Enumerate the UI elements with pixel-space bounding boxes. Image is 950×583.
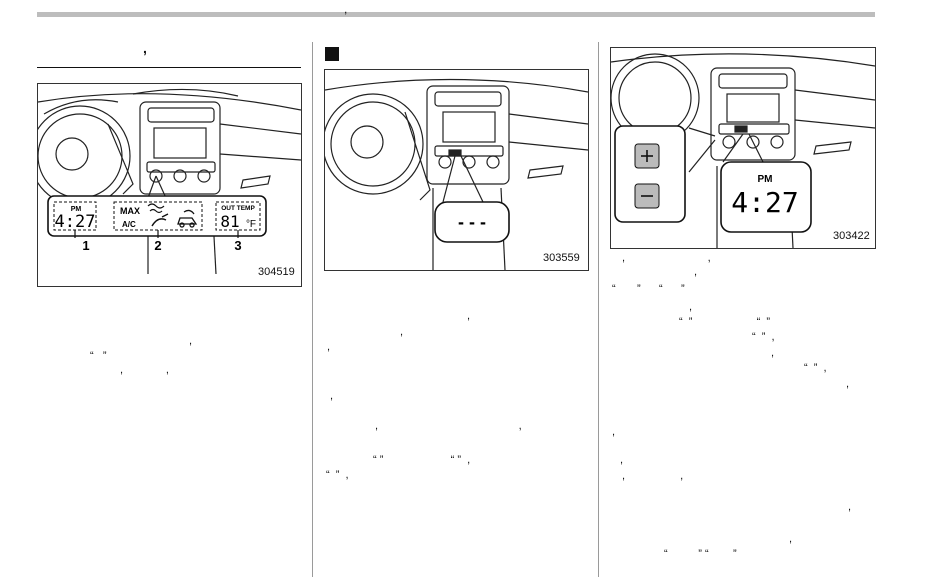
col2-text-line: ,: [467, 310, 471, 322]
callout-1: 1: [82, 238, 89, 253]
lcd-out-temp-label: OUT TEMP: [221, 205, 255, 212]
clock-pm: PM: [758, 174, 773, 185]
col3-text-line: “ ” “ ”: [679, 316, 771, 328]
callout-2: 2: [154, 238, 161, 253]
col1-text-line: ,: [189, 335, 193, 347]
col3-text-line: ,: [620, 454, 624, 466]
col2-text-line: “ ” “ ” ,: [373, 454, 471, 466]
figure-code: 303422: [833, 230, 870, 242]
plus-icon: [641, 150, 653, 162]
col3-text-line: , ,: [622, 470, 684, 482]
col3-text-line: “ ” “ ”: [612, 283, 685, 295]
column-divider-1: [312, 42, 313, 577]
section-square-icon: [325, 47, 339, 61]
col3-text-line: “ ” ,: [752, 331, 775, 343]
header-rule: [37, 12, 875, 17]
col3-text-line: ,: [846, 378, 850, 390]
figure-dash-indicator-art: - - -: [325, 78, 588, 270]
col2-text-line: ,: [327, 341, 331, 353]
col3-text-line: ,: [789, 533, 793, 545]
col1-text-line: “ ”: [90, 350, 107, 362]
callout-3: 3: [234, 238, 241, 253]
col1-text-line: , ,: [120, 364, 169, 376]
figure-climate-display-art: PM 4:27 MAX A/C OUT TEMP 81 °F 1 2 3: [38, 88, 301, 275]
col2-text-line: “ ” ,: [326, 469, 349, 481]
dash-indicator-text: - - -: [458, 212, 486, 232]
col3-text-line: ,: [694, 266, 698, 278]
defrost-icon: [147, 203, 165, 214]
lcd-clock-pm: PM: [71, 206, 82, 213]
clock-time: 4:27: [731, 186, 798, 219]
col2-text-line: ,: [330, 390, 334, 402]
lcd-max-label: MAX: [120, 206, 140, 216]
col3-text-line: ,: [771, 347, 775, 359]
figure-dash-indicator: - - - 303559: [324, 69, 589, 271]
figure-climate-display: PM 4:27 MAX A/C OUT TEMP 81 °F 1 2 3: [37, 83, 302, 287]
lcd-temp-value: 81: [220, 212, 239, 231]
header-mark: ,: [344, 2, 348, 16]
figure-clock-adjust-art: PM 4:27: [611, 53, 875, 248]
col1-title-mark: ,: [143, 40, 147, 56]
lcd-ac-label: A/C: [122, 220, 136, 229]
figure-clock-adjust: PM 4:27 303422: [610, 47, 876, 249]
column-divider-2: [598, 42, 599, 577]
airflow-icon: [151, 213, 169, 227]
col3-text-line: “ ” “ ”: [664, 548, 737, 560]
col3-text-line: , ,: [622, 252, 711, 264]
lcd-temp-unit: °F: [246, 219, 256, 230]
figure-code: 304519: [258, 266, 295, 278]
col3-text-line: “ ” ,: [804, 362, 827, 374]
figure-code: 303559: [543, 252, 580, 264]
recirculation-car-icon: [177, 209, 198, 228]
col2-text-line: , ,: [375, 420, 522, 432]
col3-text-line: ,: [612, 426, 616, 438]
col1-title-rule: [37, 67, 301, 68]
col2-text-line: ,: [400, 326, 404, 338]
col3-text-line: ,: [689, 301, 693, 313]
col3-text-line: ,: [848, 501, 852, 513]
lcd-clock-time: 4:27: [55, 212, 96, 232]
